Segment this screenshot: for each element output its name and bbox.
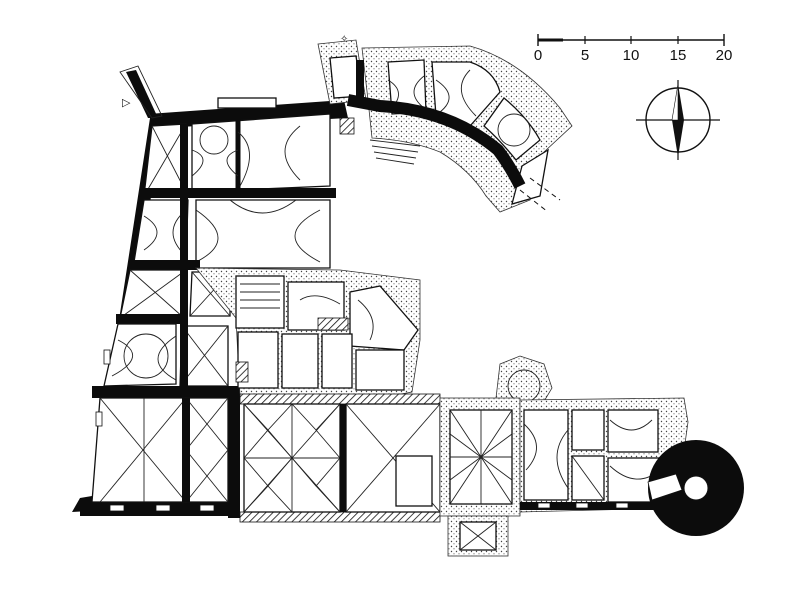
scale-label-15: 15	[670, 47, 687, 64]
entrance-arrow-icon: ▷	[122, 97, 131, 109]
entrance-arrow-icon-north: ✧	[340, 34, 348, 45]
scale-label-10: 10	[623, 47, 640, 64]
east-wing	[439, 355, 744, 557]
west-wing: ▷	[72, 65, 348, 518]
scale-label-0: 0	[534, 47, 542, 64]
north-arrow-icon	[636, 80, 720, 160]
scale-label-5: 5	[581, 47, 589, 64]
round-tower	[647, 440, 744, 536]
scale-bar: 0 5 10 15 20	[534, 34, 733, 64]
vaulted-hall	[239, 393, 441, 523]
central-block	[195, 267, 421, 399]
scale-label-20: 20	[716, 47, 733, 64]
stair-north	[339, 117, 421, 165]
north-wing: ✧	[217, 34, 573, 213]
